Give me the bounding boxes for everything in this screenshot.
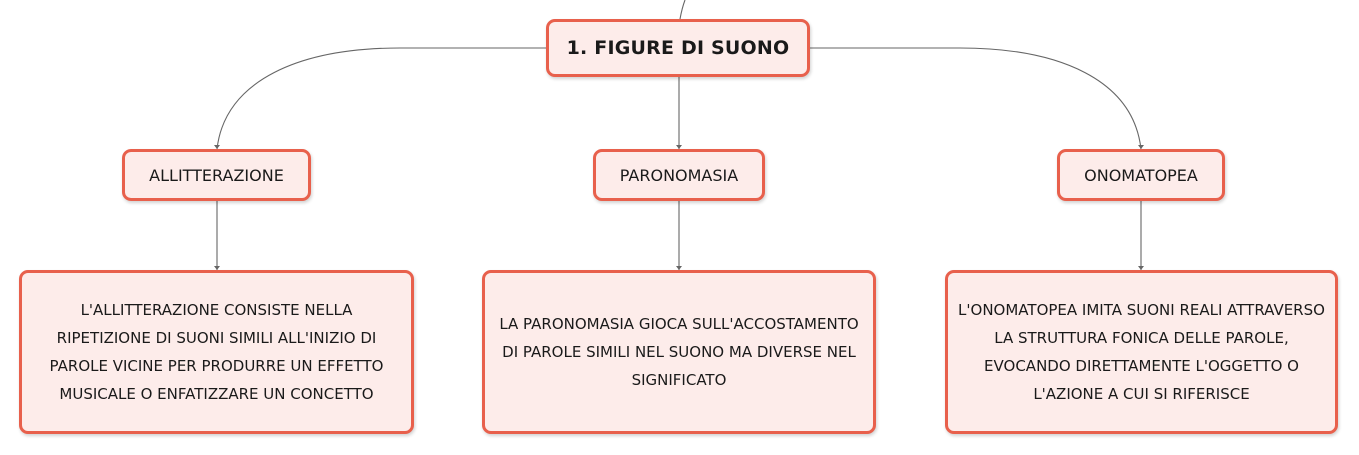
description-node-allitterazione[interactable]: L'ALLITTERAZIONE CONSISTE NELLA RIPETIZI…	[19, 270, 414, 434]
arrowhead-topic-1	[214, 145, 220, 149]
topic-node-paronomasia[interactable]: PARONOMASIA	[593, 149, 765, 201]
topic-node-label: PARONOMASIA	[619, 165, 739, 185]
connector-parent-to-root	[679, 0, 686, 20]
arrowhead-desc-1	[214, 266, 220, 270]
description-text: L'ALLITTERAZIONE CONSISTE NELLA RIPETIZI…	[49, 301, 384, 403]
topic-node-allitterazione[interactable]: ALLITTERAZIONE	[122, 149, 311, 201]
arrowhead-topic-3	[1138, 145, 1144, 149]
description-text: L'ONOMATOPEA IMITA SUONI REALI ATTRAVERS…	[958, 301, 1325, 403]
topic-node-label: ALLITTERAZIONE	[149, 165, 284, 185]
connector-root-to-topic-1	[216, 47, 546, 150]
root-node[interactable]: 1. FIGURE DI SUONO	[546, 19, 810, 77]
arrowhead-desc-2	[676, 266, 682, 270]
description-node-paronomasia[interactable]: LA PARONOMASIA GIOCA SULL'ACCOSTAMENTO D…	[482, 270, 876, 434]
description-node-onomatopea[interactable]: L'ONOMATOPEA IMITA SUONI REALI ATTRAVERS…	[945, 270, 1338, 434]
connector-root-to-topic-3	[810, 47, 1142, 150]
topic-node-onomatopea[interactable]: ONOMATOPEA	[1057, 149, 1225, 201]
root-node-label: 1. FIGURE DI SUONO	[566, 37, 790, 59]
description-text: LA PARONOMASIA GIOCA SULL'ACCOSTAMENTO D…	[499, 315, 859, 389]
arrowhead-desc-3	[1138, 266, 1144, 270]
topic-node-label: ONOMATOPEA	[1084, 165, 1198, 185]
arrowhead-topic-2	[676, 145, 682, 149]
